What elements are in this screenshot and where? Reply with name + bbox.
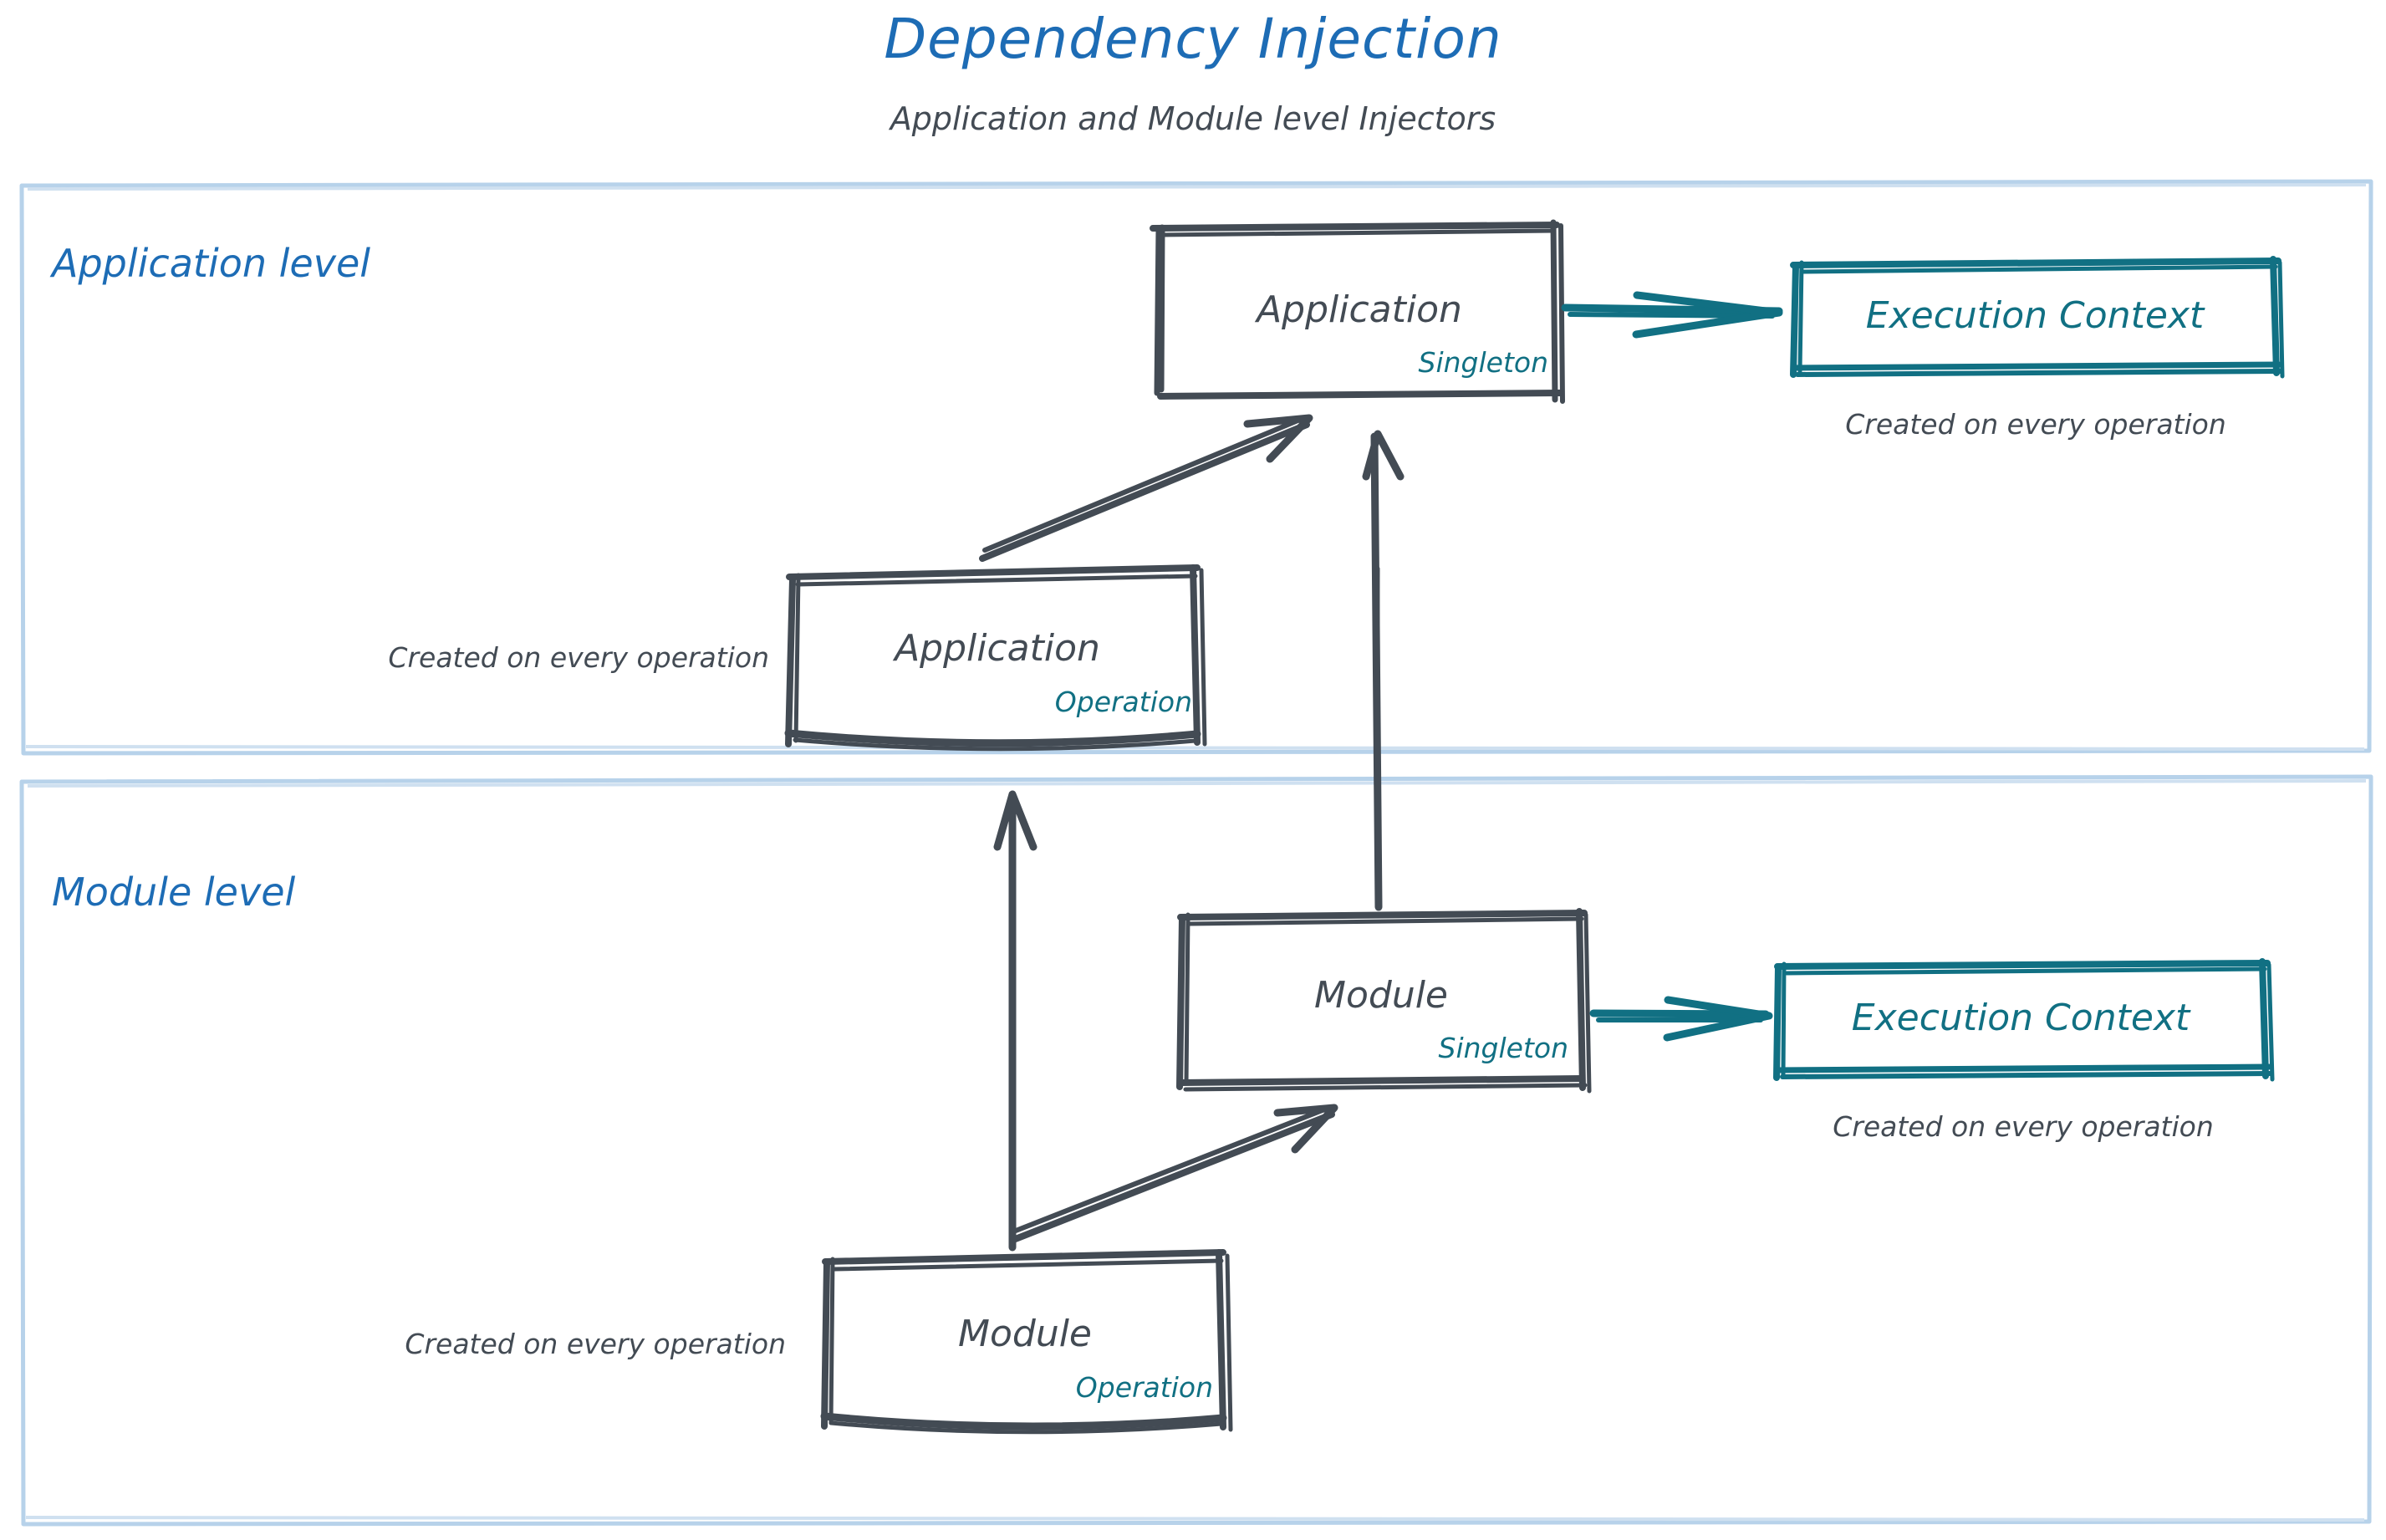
module-operation-scope: Operation: [1075, 1371, 1213, 1404]
application-execution-context-note: Created on every operation: [1845, 408, 2226, 441]
module-singleton-scope: Singleton: [1438, 1032, 1569, 1064]
page-subtitle: Application and Module level Injectors: [890, 100, 1496, 137]
application-operation-scope: Operation: [1054, 686, 1192, 718]
edge-module-operation-to-module-singleton: [1010, 1104, 1338, 1243]
application-operation-title[interactable]: Application: [895, 627, 1100, 670]
module-singleton-title[interactable]: Module: [1314, 974, 1448, 1017]
application-operation-note: Created on every operation: [388, 641, 769, 674]
application-execution-context-title[interactable]: Execution Context: [1865, 294, 2205, 337]
application-singleton-title[interactable]: Application: [1257, 288, 1462, 331]
edge-module-singleton-to-app-singleton: [1362, 430, 1405, 911]
edge-module-singleton-to-exec-context: [1589, 996, 1773, 1042]
module-execution-context-note: Created on every operation: [1833, 1110, 2214, 1143]
edge-app-operation-to-app-singleton: [979, 414, 1313, 562]
module-operation-title[interactable]: Module: [958, 1313, 1092, 1355]
module-operation-note: Created on every operation: [405, 1328, 786, 1360]
lane-module-level-frame: [19, 774, 2373, 1527]
edge-app-singleton-to-exec-context: [1561, 291, 1783, 339]
lane-label-module-level: Module level: [52, 869, 296, 915]
module-execution-context-title[interactable]: Execution Context: [1851, 997, 2190, 1039]
lane-label-application-level: Application level: [52, 241, 371, 286]
page-title: Dependency Injection: [884, 7, 1502, 71]
edge-module-operation-to-app-level: [993, 790, 1038, 1252]
application-singleton-scope: Singleton: [1418, 346, 1549, 379]
